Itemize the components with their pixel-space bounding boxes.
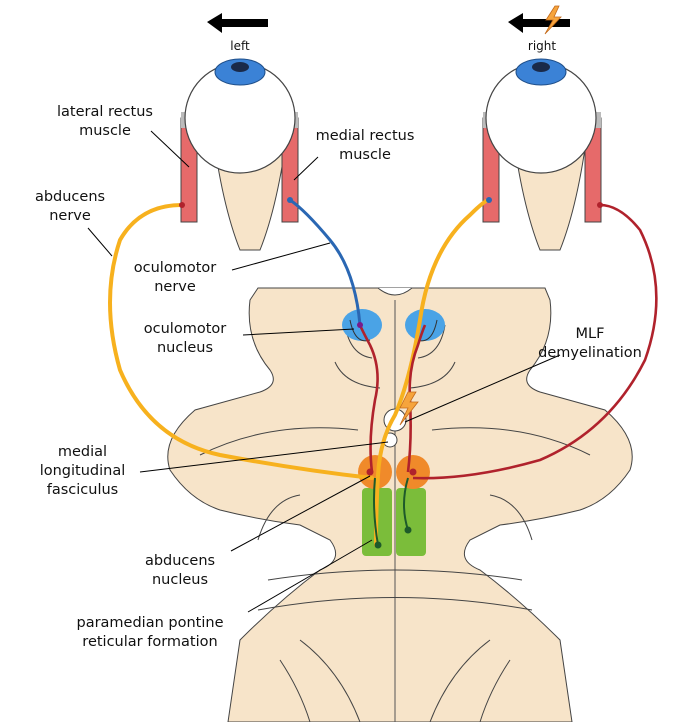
muscle-dot-3 bbox=[486, 197, 492, 203]
left-eye bbox=[185, 59, 295, 173]
lightning-bolt-icon-arrow bbox=[545, 6, 561, 34]
mlf-label: medial longitudinal fasciculus bbox=[20, 443, 145, 500]
right-pupil bbox=[532, 62, 550, 72]
right-direction-label: right bbox=[520, 39, 564, 53]
left-arrow-icon bbox=[207, 13, 268, 33]
leader-abducens-nerve bbox=[88, 228, 112, 256]
abducens-nucleus-label: abducens nucleus bbox=[130, 552, 230, 590]
oculomotor-nerve-label: oculomotor nerve bbox=[115, 259, 235, 297]
oculomotor-nucleus-label: oculomotor nucleus bbox=[125, 320, 245, 358]
nucleus-dot-l1 bbox=[367, 469, 374, 476]
muscle-dot-1 bbox=[179, 202, 185, 208]
muscle-dot-2 bbox=[287, 197, 293, 203]
ocmn-dot bbox=[357, 322, 363, 328]
pprf-label: paramedian pontine reticular formation bbox=[60, 614, 240, 652]
nucleus-dot-r1 bbox=[410, 469, 417, 476]
lateral-rectus-label: lateral rectus muscle bbox=[40, 103, 170, 141]
medial-rectus-label: medial rectus muscle bbox=[300, 127, 430, 165]
pprf-dot-left bbox=[375, 542, 382, 549]
abducens-nerve-label: abducens nerve bbox=[25, 188, 115, 226]
mlf-demyelination-label: MLF demyelination bbox=[520, 325, 660, 363]
left-direction-label: left bbox=[220, 39, 260, 53]
left-arrow-icon-right bbox=[508, 13, 570, 33]
pprf-right bbox=[396, 488, 426, 556]
right-eye bbox=[486, 59, 596, 173]
pprf-dot-right bbox=[405, 527, 412, 534]
left-pupil bbox=[231, 62, 249, 72]
muscle-dot-4 bbox=[597, 202, 603, 208]
